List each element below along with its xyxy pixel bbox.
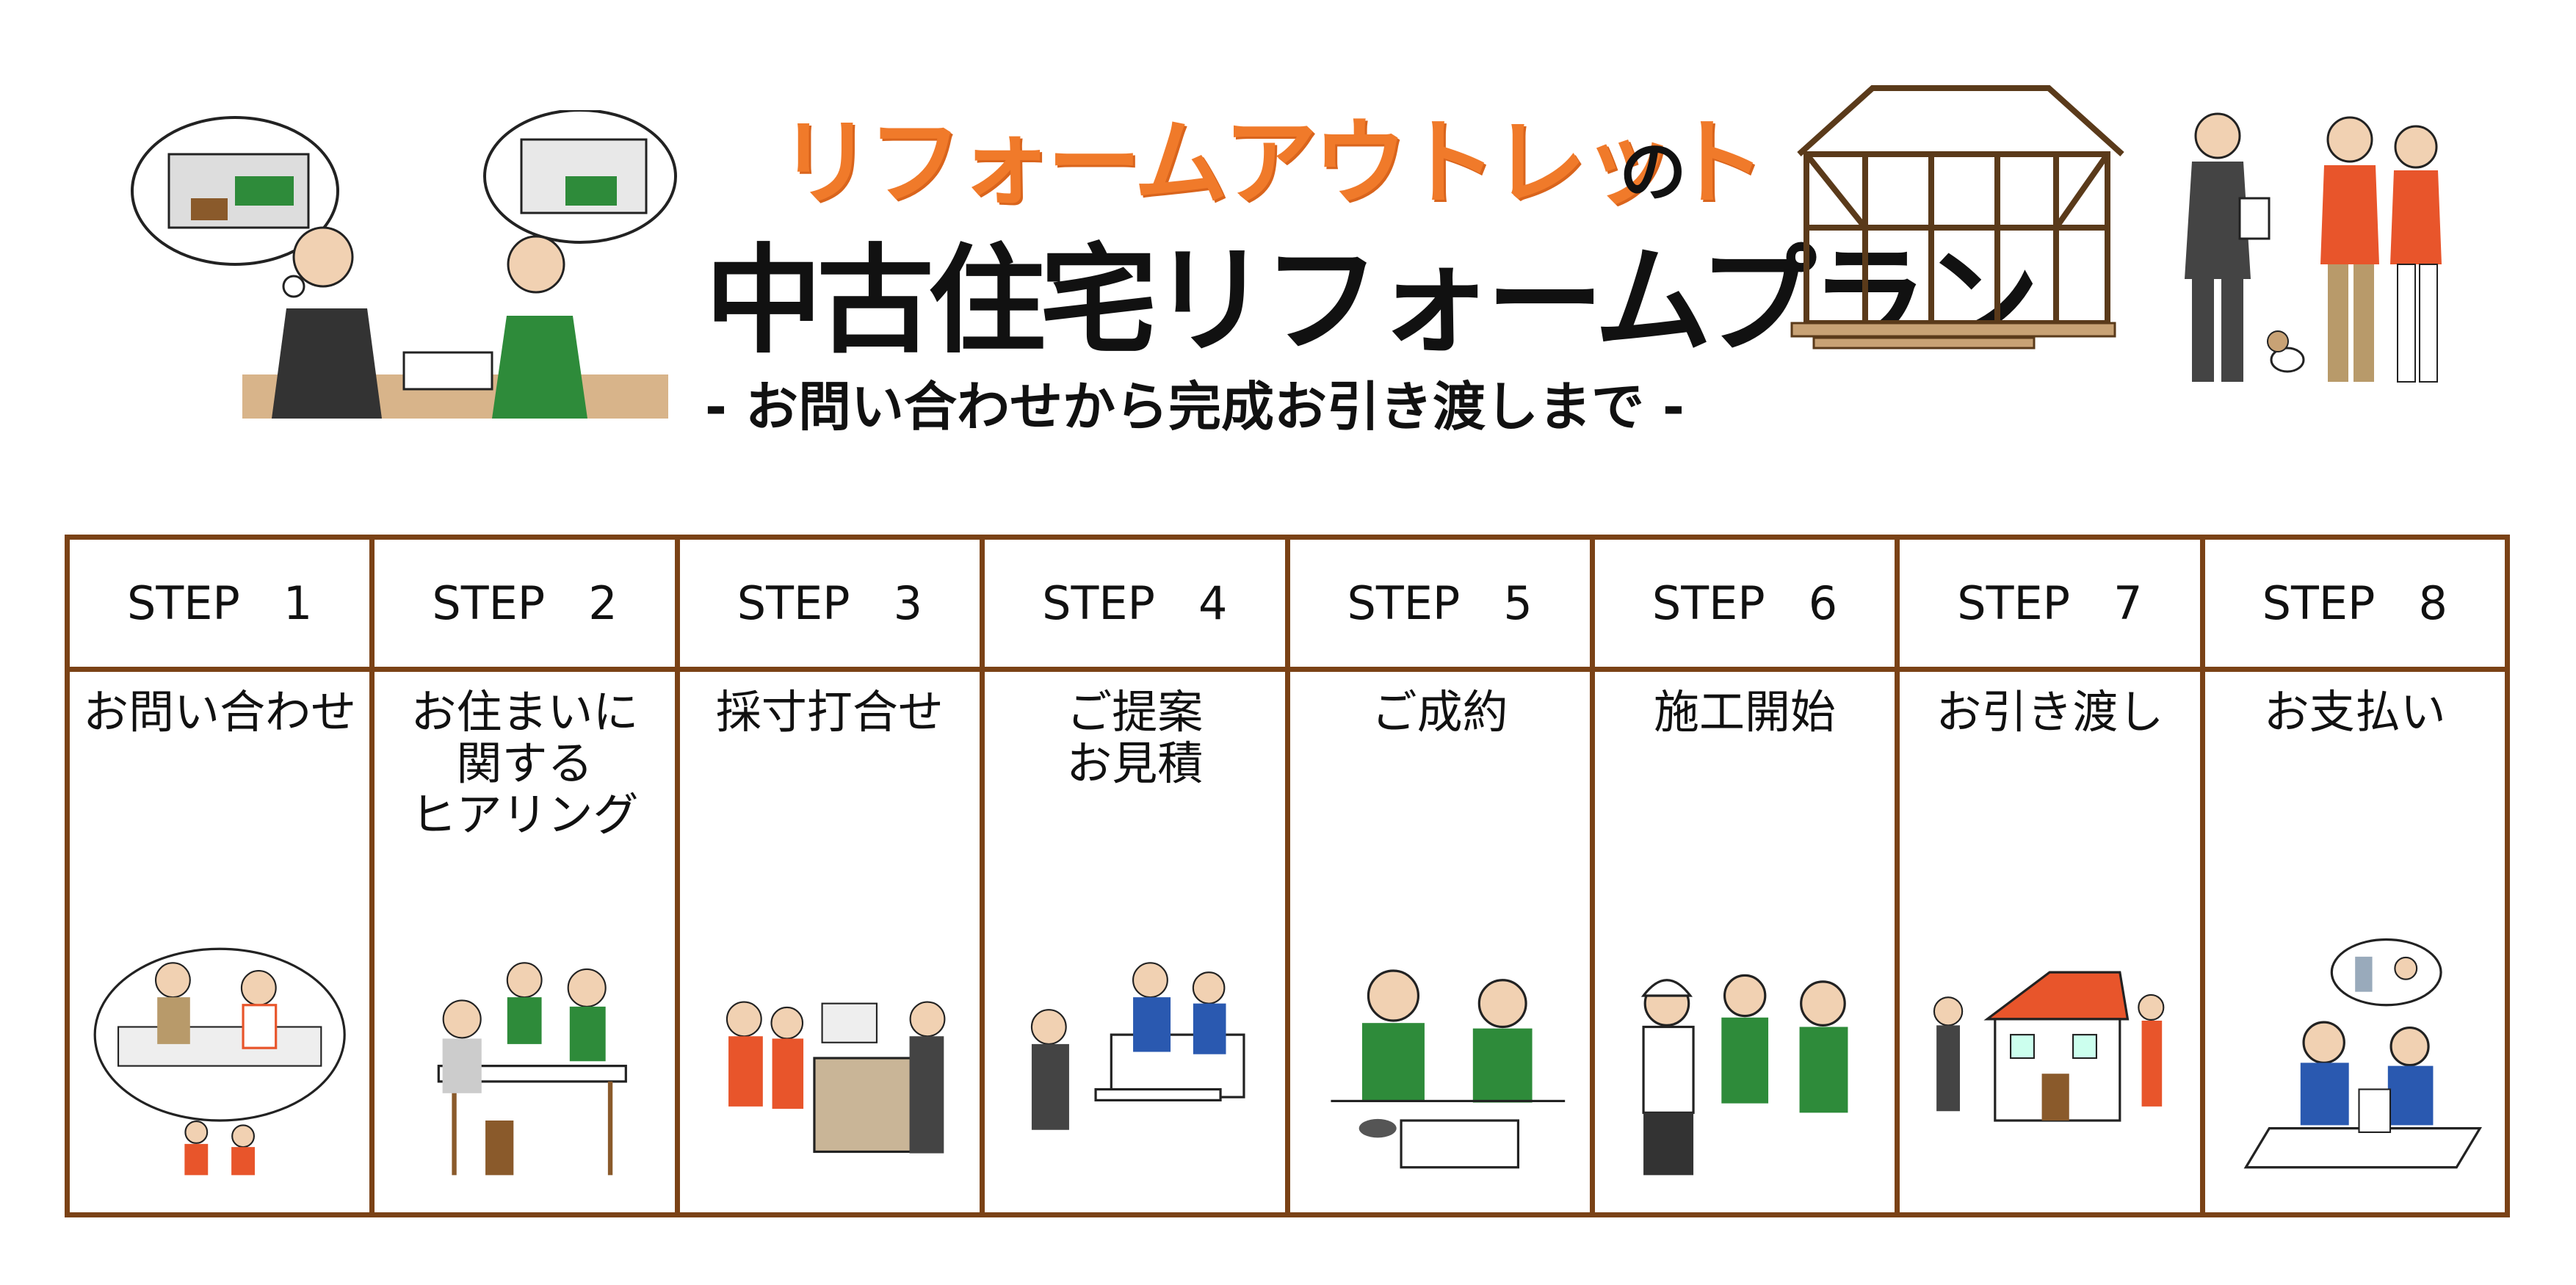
step-label: STEP 4 — [985, 540, 1285, 672]
step-6: STEP 6 施工開始 — [1594, 540, 1900, 1212]
page-title: 中古住宅リフォームプラン — [705, 232, 2040, 369]
consultation-couple-icon — [84, 933, 355, 1183]
step-label: STEP 8 — [2204, 540, 2505, 672]
page-subtitle: - お問い合わせから完成お引き渡しまで - — [705, 376, 1685, 438]
construction-start-icon — [1610, 933, 1880, 1183]
consultation-illustration — [125, 109, 727, 426]
step-title: お引き渡し — [1936, 685, 2164, 739]
step-title: ご成約 — [1371, 685, 1508, 739]
step-label: STEP 1 — [70, 540, 370, 672]
step-7: STEP 7 お引き渡し — [1900, 540, 2205, 1212]
step-label: STEP 6 — [1594, 540, 1895, 672]
step-4: STEP 4 ご提案 お見積 — [985, 540, 1290, 1212]
hearing-table-icon — [389, 933, 659, 1183]
step-label: STEP 2 — [375, 540, 675, 672]
step-title: 施工開始 — [1654, 685, 1837, 739]
brand-name: リフォームアウトレット — [778, 109, 1765, 218]
step-8: STEP 8 お支払い — [2204, 540, 2505, 1212]
step-1: STEP 1 お問い合わせ — [70, 540, 375, 1212]
step-5: STEP 5 ご成約 — [1289, 540, 1595, 1212]
brand-particle: の — [1619, 133, 1687, 211]
house-handover-icon — [1914, 933, 2185, 1183]
proposal-estimate-icon — [999, 933, 1270, 1183]
house-frame-illustration — [1784, 81, 2130, 360]
step-label: STEP 5 — [1289, 540, 1590, 672]
step-label: STEP 3 — [679, 540, 980, 672]
people-illustration — [2115, 103, 2467, 389]
step-label: STEP 7 — [1900, 540, 2200, 672]
payment-icon — [2220, 933, 2490, 1183]
step-title: お問い合わせ — [83, 685, 357, 739]
step-title: 採寸打合せ — [715, 685, 944, 739]
step-3: STEP 3 採寸打合せ — [679, 540, 985, 1212]
step-title: ご提案 お見積 — [1066, 685, 1204, 790]
step-title: お住まいに 関する ヒアリング — [410, 685, 639, 841]
contract-signing-icon — [1305, 933, 1575, 1183]
measurement-kitchen-icon — [695, 933, 965, 1183]
step-title: お支払い — [2263, 685, 2446, 739]
